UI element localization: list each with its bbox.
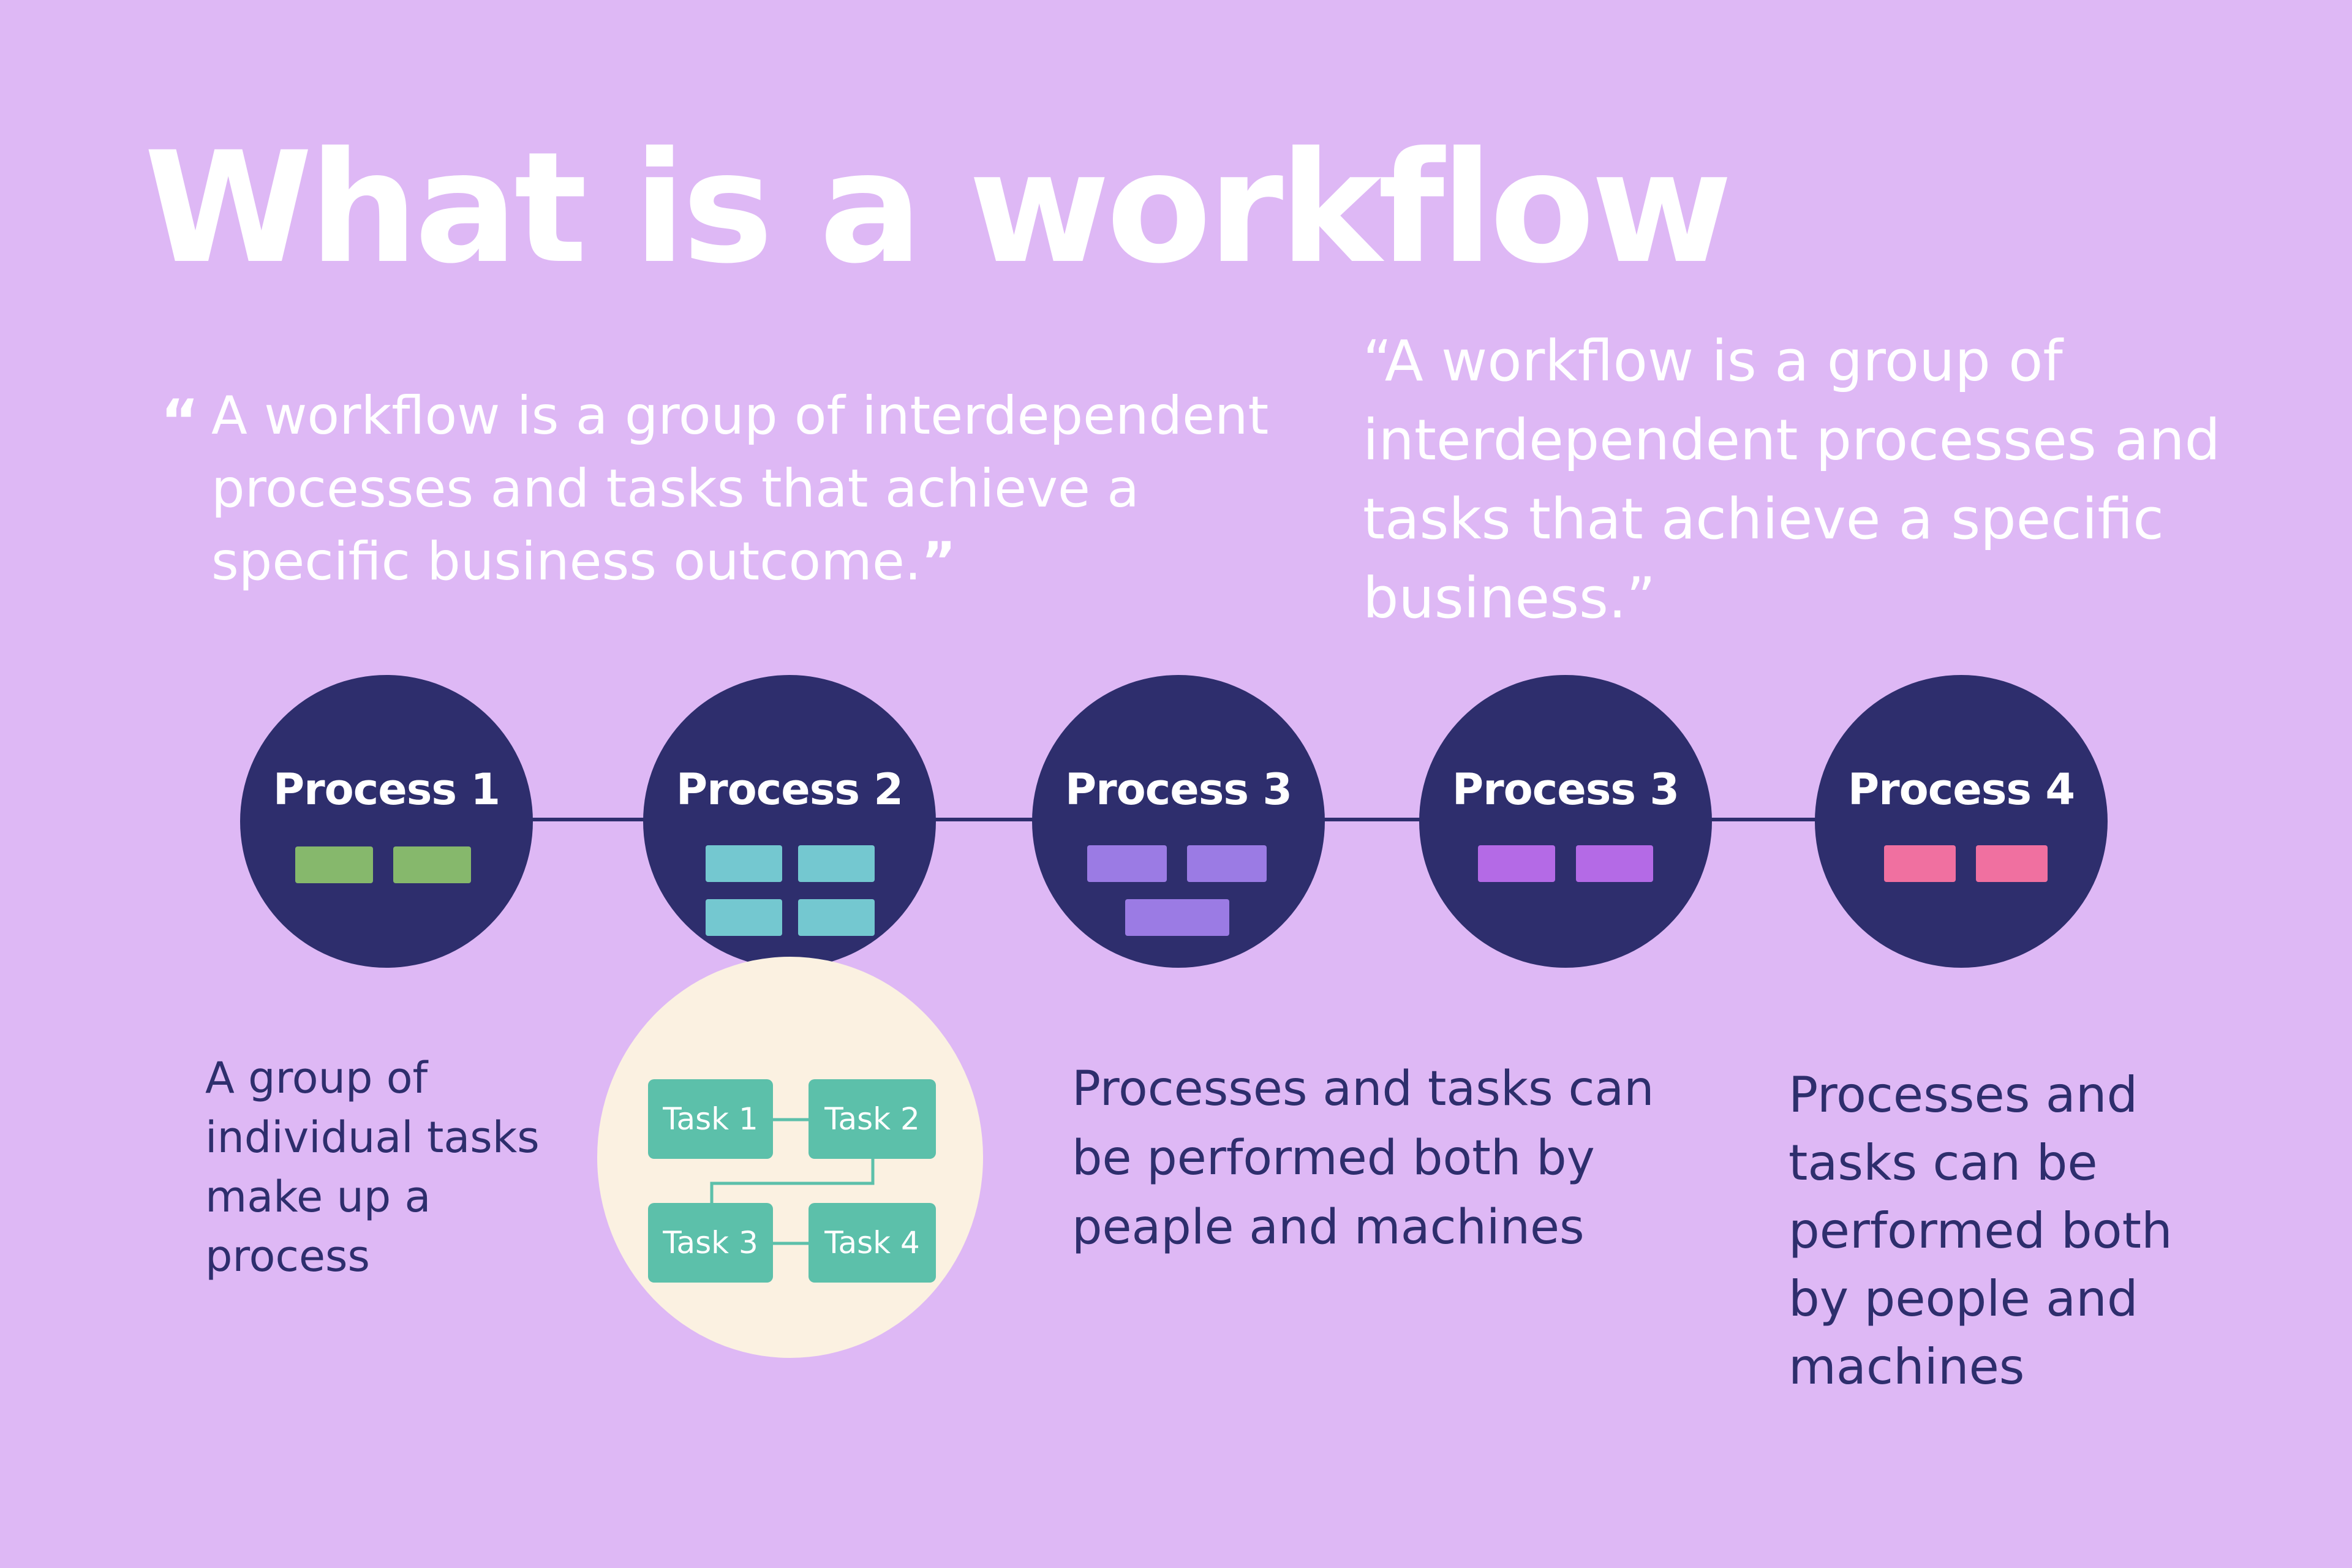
process-label: Process 3 — [1065, 764, 1292, 815]
process-block — [295, 846, 373, 883]
process-label: Process 2 — [676, 764, 903, 815]
quote-open-mark: “ — [160, 387, 200, 456]
description-performers-alt: Processes and tasks can be performed bot… — [1789, 1066, 2173, 1395]
process-label: Process 4 — [1847, 764, 2075, 815]
process-block — [1576, 845, 1653, 882]
quote-close-mark: ” — [921, 531, 956, 592]
process-block — [393, 846, 471, 883]
process-circle-4: Process 3 — [1419, 675, 1712, 968]
task-node-4: Task 4 — [809, 1203, 936, 1283]
process-block — [1976, 845, 2048, 882]
process-circle-2: Process 2 — [643, 675, 936, 968]
process-block — [706, 845, 782, 882]
process-block — [706, 899, 782, 936]
quote-definition: A workflow is a group of interdependent … — [211, 380, 1332, 598]
task-node-1: Task 1 — [648, 1079, 773, 1159]
process-block — [1478, 845, 1555, 882]
process-block — [798, 899, 875, 936]
process-block — [798, 845, 875, 882]
page-title: What is a workflow — [144, 119, 1733, 297]
process-block — [1087, 845, 1167, 882]
quote-definition-text: A workflow is a group of interdependent … — [211, 385, 1269, 592]
process-block — [1125, 899, 1229, 936]
description-performers: Processes and tasks can be performed bot… — [1072, 1061, 1654, 1255]
quote-definition-alt: “A workflow is a group of interdependent… — [1363, 328, 2221, 631]
description-process: A group of individual tasks make up a pr… — [205, 1053, 540, 1281]
task-node-2: Task 2 — [809, 1079, 936, 1159]
process-circle-3: Process 3 — [1032, 675, 1325, 968]
process-circle-1: Process 1 — [240, 675, 533, 968]
process-label: Process 1 — [273, 764, 500, 815]
process-label: Process 3 — [1452, 764, 1679, 815]
task-node-3: Task 3 — [648, 1203, 773, 1283]
process-block — [1884, 845, 1956, 882]
process-circle-5: Process 4 — [1815, 675, 2108, 968]
process-block — [1187, 845, 1267, 882]
